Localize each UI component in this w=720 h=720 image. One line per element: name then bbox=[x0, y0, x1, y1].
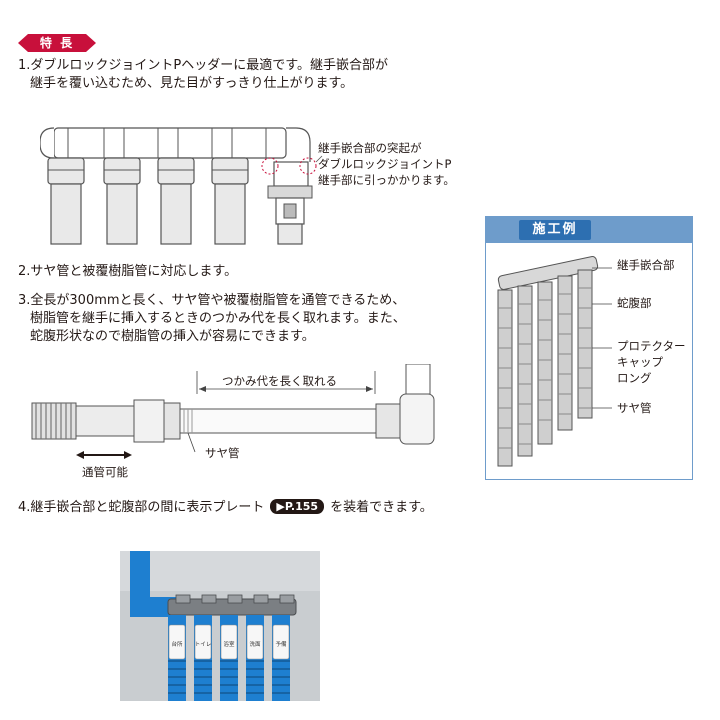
pass-through-label: 通管可能 bbox=[82, 465, 128, 479]
example-label-saya: サヤ管 bbox=[617, 401, 652, 415]
example-title: 施工例 bbox=[519, 220, 591, 240]
feature1-callout-1: 継手嵌合部の突起が bbox=[318, 141, 422, 155]
feature3-line2: 樹脂管を継手に挿入するときのつかみ代を長く取れます。また、 bbox=[30, 311, 406, 326]
feature1-line2: 継手を覆い込むため、見た目がすっきり仕上がります。 bbox=[30, 76, 354, 91]
feature1-callout-2: ダブルロックジョイントP bbox=[318, 157, 452, 171]
feature4-text-after: を装着できます。 bbox=[330, 500, 433, 515]
example-label-protector: プロテクター bbox=[617, 339, 686, 353]
feature1-line1: 1.ダブルロックジョイントPヘッダーに最適です。継手嵌合部が bbox=[18, 58, 388, 73]
example-label-long: ロング bbox=[617, 371, 652, 385]
example-illustration bbox=[497, 256, 612, 467]
example-label-bellows: 蛇腹部 bbox=[617, 296, 652, 310]
features-badge: 特 長 bbox=[18, 34, 96, 52]
plate-label-3: 浴室 bbox=[223, 640, 235, 648]
feature2-line1: 2.サヤ管と被覆樹脂管に対応します。 bbox=[18, 264, 238, 279]
feature4-line1: 4.継手嵌合部と蛇腹部の間に表示プレート ▶P.155 を装着できます。 bbox=[18, 499, 433, 517]
feature1-callout-3: 継手部に引っかかります。 bbox=[318, 173, 455, 187]
example-label-cap: キャップ bbox=[617, 355, 663, 369]
plate-label-1: 台所 bbox=[171, 640, 183, 648]
feature3-line1: 3.全長が300mmと長く、サヤ管や被覆樹脂管を通管できるため、 bbox=[18, 293, 406, 308]
grip-length-label: つかみ代を長く取れる bbox=[222, 374, 337, 388]
installation-photo: 台所 トイレ 浴室 洗面 予備 bbox=[120, 551, 320, 701]
page-ref-badge[interactable]: ▶P.155 bbox=[270, 499, 325, 514]
plate-label-5: 予備 bbox=[275, 640, 287, 648]
plate-label-2: トイレ bbox=[195, 642, 212, 648]
example-label-joint: 継手嵌合部 bbox=[617, 258, 675, 272]
plate-label-4: 洗面 bbox=[249, 640, 261, 648]
saya-pipe-label: サヤ管 bbox=[205, 446, 240, 460]
feature4-text-before: 4.継手嵌合部と蛇腹部の間に表示プレート bbox=[18, 500, 265, 515]
protector-diagram bbox=[31, 364, 435, 459]
header-diagram bbox=[40, 127, 323, 245]
feature3-line3: 蛇腹形状なので樹脂管の挿入が容易にできます。 bbox=[30, 329, 315, 344]
